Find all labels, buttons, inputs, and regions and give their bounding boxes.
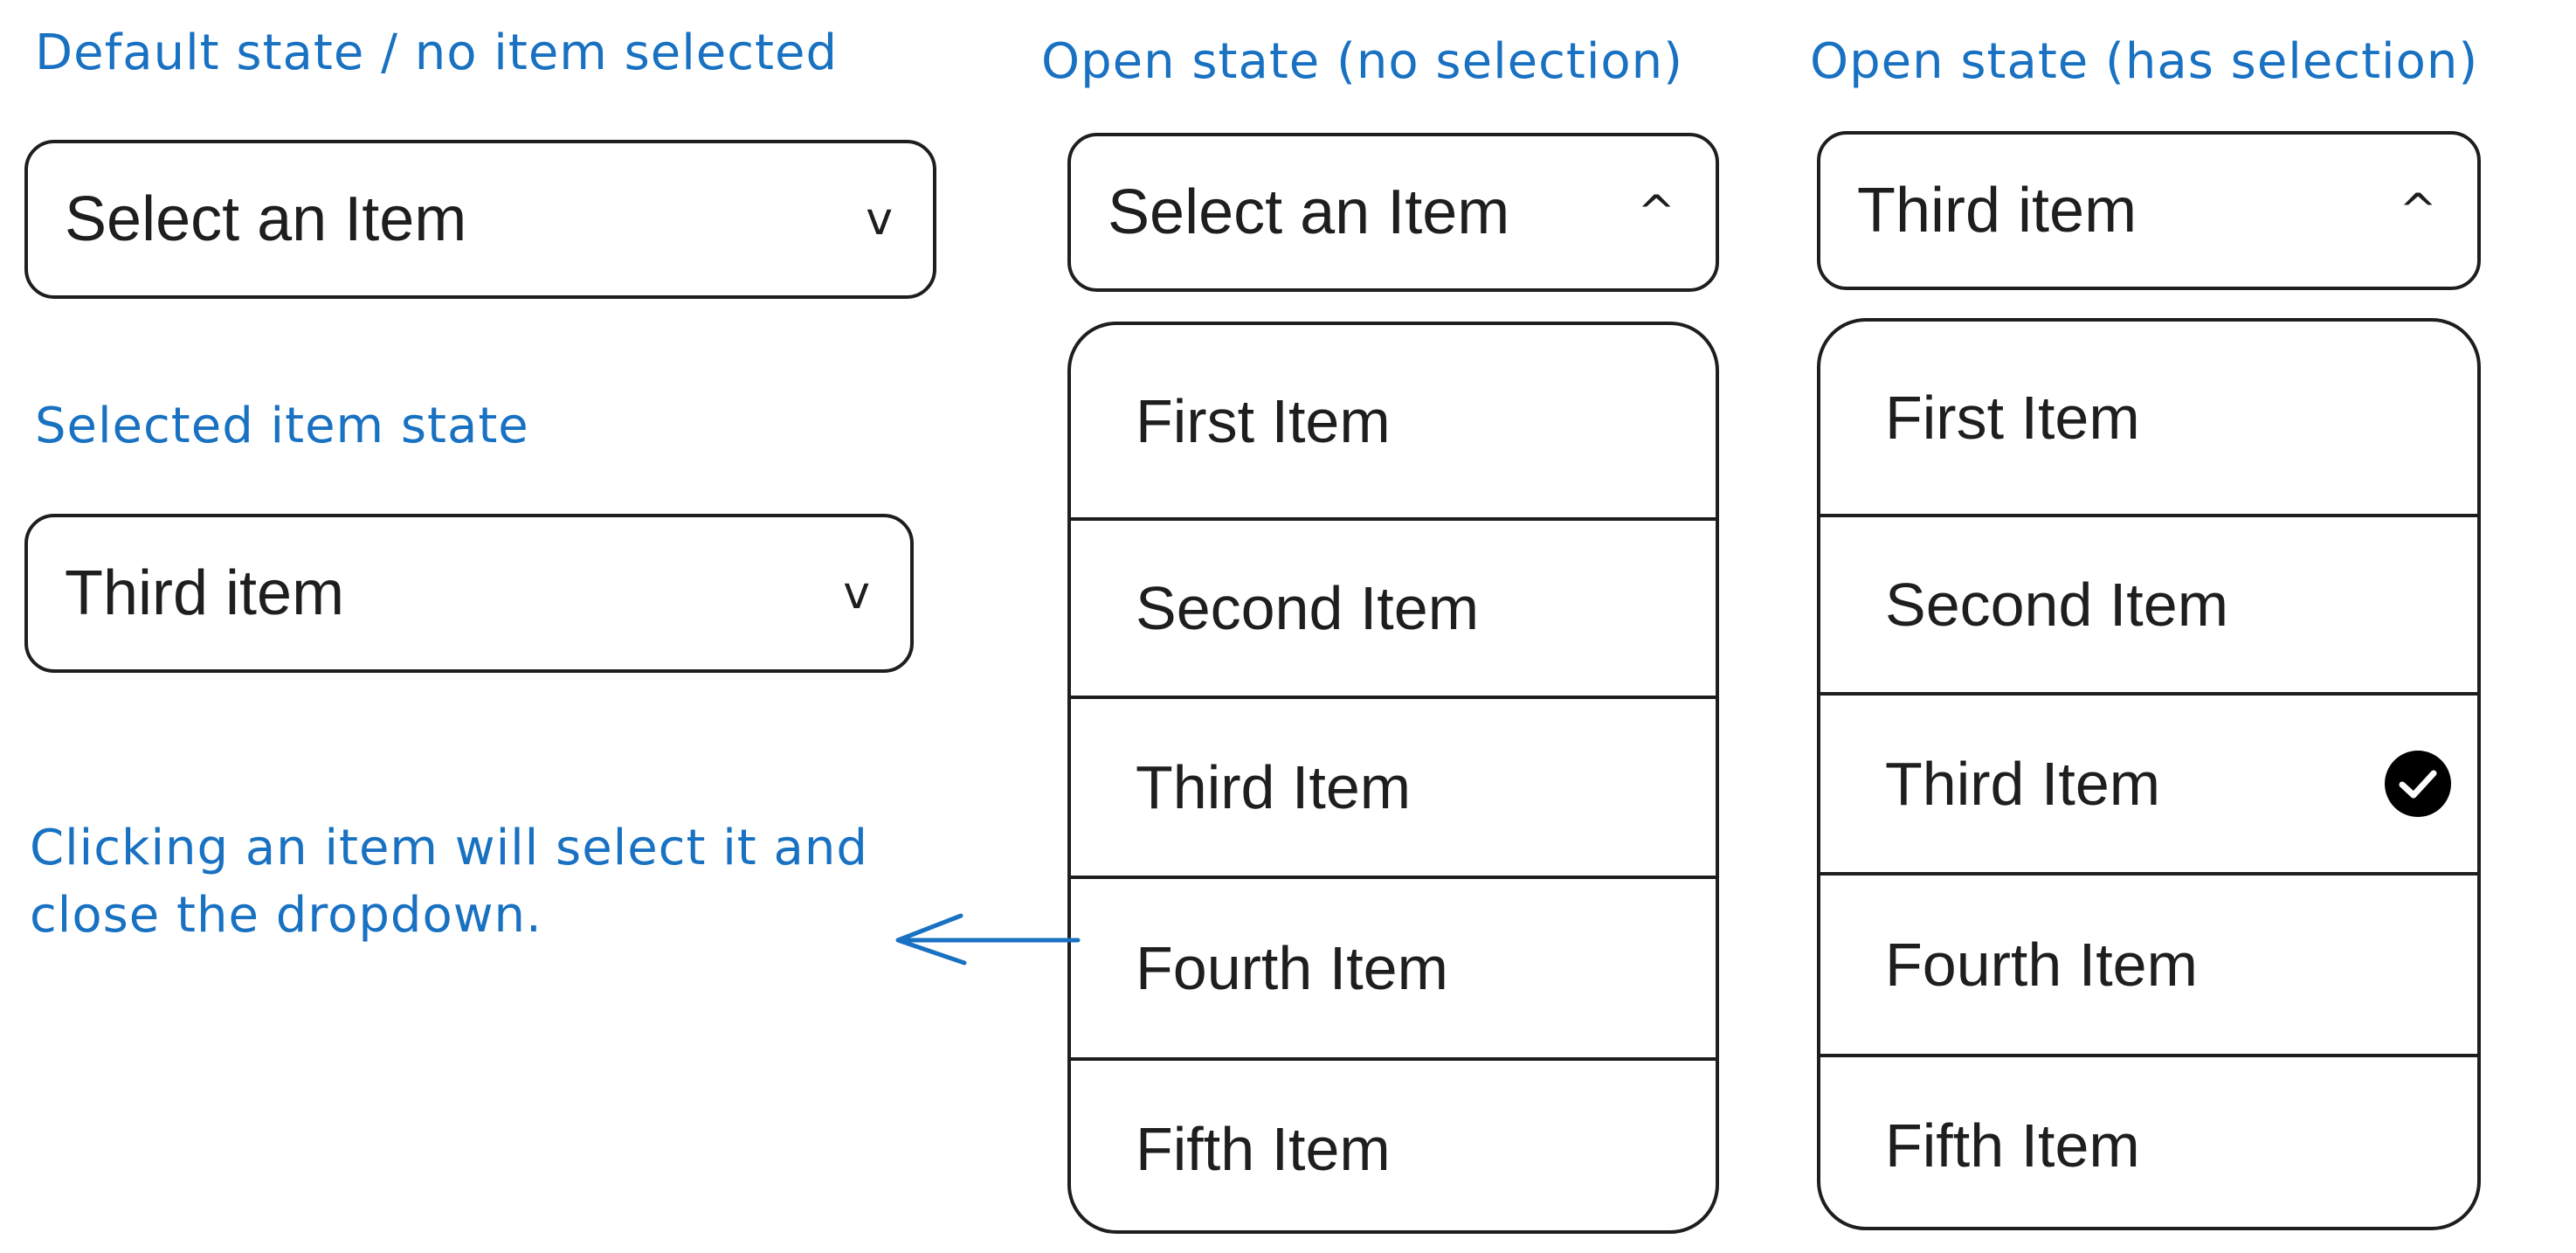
list-item-label: First Item	[1136, 387, 1391, 455]
list-item-label: Fourth Item	[1136, 934, 1448, 1002]
check-circle-icon	[2385, 751, 2451, 817]
dropdown-selected-value: Third item	[65, 558, 345, 628]
dropdown-open-has-selection[interactable]: Third item ^	[1817, 131, 2481, 290]
arrow-left-icon	[895, 913, 1081, 966]
list-item[interactable]: First Item	[1071, 325, 1716, 517]
label-selected-item-state: Selected item state	[35, 398, 529, 454]
dropdown-selected[interactable]: Third item v	[24, 514, 914, 673]
list-item[interactable]: Third Item	[1071, 696, 1716, 876]
dropdown-default-value: Select an Item	[65, 184, 467, 254]
list-item-label: Fourth Item	[1885, 931, 2198, 999]
label-click-hint-line2: close the dropdown.	[30, 887, 542, 944]
list-item[interactable]: Fourth Item	[1820, 872, 2477, 1054]
label-open-no-selection: Open state (no selection)	[1041, 33, 1683, 90]
list-item-label: First Item	[1885, 384, 2140, 452]
chevron-up-icon: ^	[2399, 184, 2437, 237]
list-item[interactable]: Fifth Item	[1820, 1054, 2477, 1227]
chevron-up-icon: ^	[1637, 186, 1675, 239]
list-item-label: Second Item	[1136, 574, 1479, 642]
dropdown-list-no-selection: First Item Second Item Third Item Fourth…	[1067, 322, 1719, 1234]
list-item-selected[interactable]: Third Item	[1820, 692, 2477, 872]
list-item-label: Third Item	[1136, 753, 1412, 821]
list-item[interactable]: Fifth Item	[1071, 1057, 1716, 1230]
dropdown-list-has-selection: First Item Second Item Third Item Fourth…	[1817, 318, 2481, 1230]
label-click-hint-line1: Clicking an item will select it and	[30, 820, 868, 876]
list-item[interactable]: Second Item	[1071, 517, 1716, 696]
dropdown-default[interactable]: Select an Item v	[24, 140, 936, 299]
dropdown-open-has-selection-value: Third item	[1857, 176, 2137, 246]
list-item[interactable]: Fourth Item	[1071, 876, 1716, 1057]
list-item[interactable]: First Item	[1820, 322, 2477, 514]
list-item-label: Third Item	[1885, 750, 2161, 818]
label-default-state: Default state / no item selected	[35, 24, 839, 81]
dropdown-open-no-selection-value: Select an Item	[1108, 177, 1510, 247]
list-item-label: Second Item	[1885, 571, 2228, 639]
dropdown-open-no-selection[interactable]: Select an Item ^	[1067, 133, 1719, 292]
list-item-label: Fifth Item	[1885, 1111, 2140, 1180]
list-item-label: Fifth Item	[1136, 1115, 1391, 1183]
list-item[interactable]: Second Item	[1820, 514, 2477, 692]
label-open-has-selection: Open state (has selection)	[1810, 33, 2479, 90]
chevron-down-icon: v	[843, 567, 870, 620]
chevron-down-icon: v	[866, 193, 893, 246]
